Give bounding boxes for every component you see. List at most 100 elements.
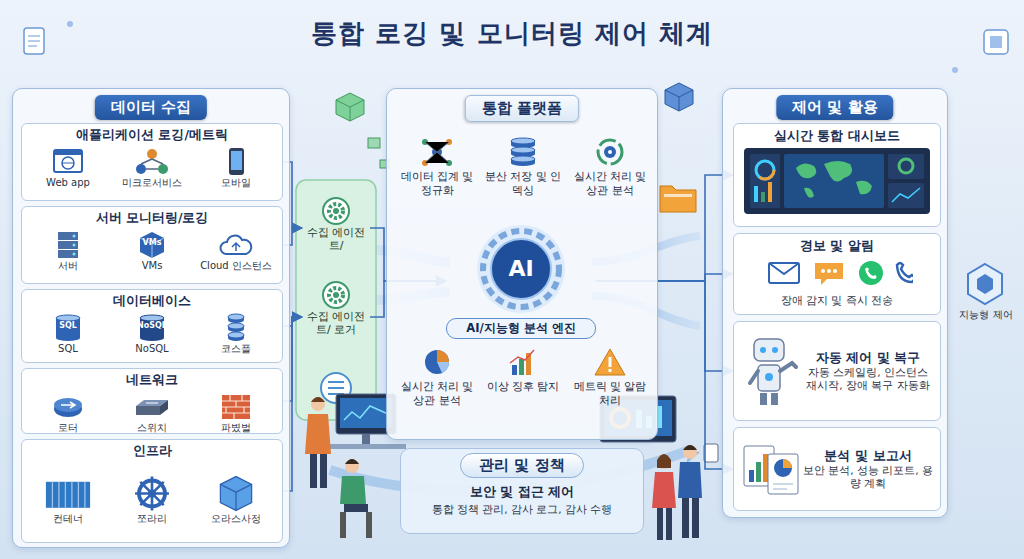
ai-engine-label: AI/지능형 분석 엔진 [446,318,596,339]
panel-heading: 제어 및 활용 [776,95,893,120]
item-cell: 로터 [26,392,109,434]
item-label: 로터 [58,422,78,434]
platform-icon [506,137,540,167]
side-heading: 자동 제어 및 복구 [816,350,921,366]
item-cell: Cloud 인스턴스 [194,230,277,272]
item-icon [210,474,262,513]
item-cell: NoSQLNoSQL [110,313,193,355]
item-icon [48,147,88,177]
panel-box: 데이터 수집애플리케이션 로깅/메트릭Web app미크로서비스모바일서버 모니… [12,88,290,548]
item-cell: 파볐벌 [194,392,277,434]
robot-illustration [740,335,802,407]
platform-label: 데이터 집계 및 정규화 [395,170,479,198]
item-icon [216,147,256,177]
item-icon [126,474,178,513]
item-label: 오라스사정 [211,513,261,525]
item-row: SQLSQLNoSQLNoSQL 코스플 [26,313,278,355]
group-box: 애플리케이션 로깅/메트릭 Web app 미크로서비스 모바일 [21,123,283,201]
group-box: 인프라컨테너 쪼라리 오라스사정 [21,439,283,543]
item-icon [216,392,256,422]
item-cell: 컨테너 [26,474,109,525]
side-body: 자동 스케일링, 인스턴스 재시작, 장애 복구 자동화 [802,366,934,392]
agent-gear-icon [321,196,351,226]
group-heading: 네트워크 [26,372,278,389]
policy-box: 관리 및 정책보안 및 접근 제어통합 정책 관리, 감사 로그, 감사 수행 [400,448,644,534]
item-label: 모바일 [221,177,251,189]
item-cell: 오라스사정 [194,474,277,525]
item-row: 로터 스위치 파볐벌 [26,392,278,434]
pitem-box: 메트릭 및 알람 처리 [567,347,653,429]
item-label: 스위치 [137,422,167,434]
policy-heading: 관리 및 정책 [460,453,583,478]
panel-box: 통합 플랫폼데이터 집계 및 정규화분산 저장 및 인덱싱실시간 처리 및 상관… [386,88,658,440]
item-label: Web app [46,177,90,189]
pitem-box: 데이터 집계 및 정규화 [395,137,479,219]
item-icon [42,474,94,513]
panel-box: 제어 및 활용실시간 통합 대시보드경보 및 알림장애 감지 및 즉시 전송자동… [722,88,948,518]
item-cell: VMsVMs [110,230,193,272]
item-icon [132,392,172,422]
pitem-box: 실시간 처리 및 상관 분석 [395,347,479,429]
item-icon [216,313,256,343]
item-label: NoSQL [135,343,168,355]
alert-icons [761,257,913,287]
platform-icon [420,137,454,167]
dash-box: 실시간 통합 대시보드 [733,123,941,227]
item-label: Cloud 인스턴스 [200,260,272,272]
folder-icon [660,186,696,212]
item-label: 미크로서비스 [122,177,182,189]
platform-icon [420,347,454,377]
group-heading: 서버 모니터링/로깅 [26,210,278,227]
ai-box: AIAI/지능형 분석 엔진 [446,223,596,339]
item-cell: 서버 [26,230,109,272]
group-heading: 인프라 [26,443,278,460]
dashboard-illustration [744,148,930,214]
alert-icons-wrap [740,257,934,291]
agent-column [296,180,376,420]
panel-heading: 통합 플랫폼 [465,95,579,122]
item-label: 쪼라리 [137,513,167,525]
alert-box: 경보 및 알림장애 감지 및 즉시 전송 [733,233,941,315]
icon-text: VMs [143,239,162,247]
side-row: 자동 제어 및 복구자동 스케일링, 인스턴스 재시작, 장애 복구 자동화 [740,326,934,416]
group-heading: 데이터베이스 [26,293,278,310]
diagram-title: 통합 로깅 및 모니터링 제어 체계 [0,16,1024,51]
group-heading: 애플리케이션 로깅/메트릭 [26,127,278,144]
alert-heading: 경보 및 알림 [740,238,934,254]
side-heading: 분석 및 보고서 [824,448,911,464]
platform-label: 실시간 처리 및 상관 분석 [395,380,479,408]
platform-label: 이상 징후 탐지 [487,380,560,394]
dashboard-wrap [740,148,934,218]
item-cell: 모바일 [194,147,277,189]
item-row: 서버VMsVMsCloud 인스턴스 [26,230,278,272]
item-cell: Web app [26,147,109,189]
item-cell: SQLSQL [26,313,109,355]
item-label: 코스플 [221,343,251,355]
dashboard-heading: 실시간 통합 대시보드 [740,128,934,144]
item-label: 파볐벌 [221,422,251,434]
policy-body: 통합 정책 관리, 감사 로그, 감사 수행 [432,503,613,517]
side-box: 분석 및 보고서보안 분석, 성능 리포트, 용량 계획 [733,427,941,511]
alert-body: 장애 감지 및 즉시 전송 [740,294,934,307]
pitem-box: 실시간 처리 및 상관 분석 [567,137,653,219]
item-row: 컨테너 쪼라리 오라스사정 [26,474,278,525]
report-illustration [740,440,802,498]
hexagon-icon [968,264,1002,304]
item-icon [132,147,172,177]
item-label: VMs [142,260,163,272]
item-label: 서버 [58,260,78,272]
group-box: 데이터베이스 SQLSQLNoSQLNoSQL 코스플 [21,289,283,363]
free-label: 지능형 제어 [950,308,1022,322]
item-icon [48,392,88,422]
agent-label: 수집 에이전트/ 로거 [302,310,370,336]
agent-box: 수집 에이전트/ [302,196,370,260]
agent-box: 수집 에이전트/ 로거 [302,280,370,354]
agent-label: 수집 에이전트/ [302,226,370,252]
platform-icon [593,347,627,377]
side-body: 보안 분석, 성능 리포트, 용량 계획 [802,464,934,490]
item-label: 컨테너 [53,513,83,525]
side-row: 분석 및 보고서보안 분석, 성능 리포트, 용량 계획 [740,432,934,506]
side-box: 자동 제어 및 복구자동 스케일링, 인스턴스 재시작, 장애 복구 자동화 [733,321,941,421]
